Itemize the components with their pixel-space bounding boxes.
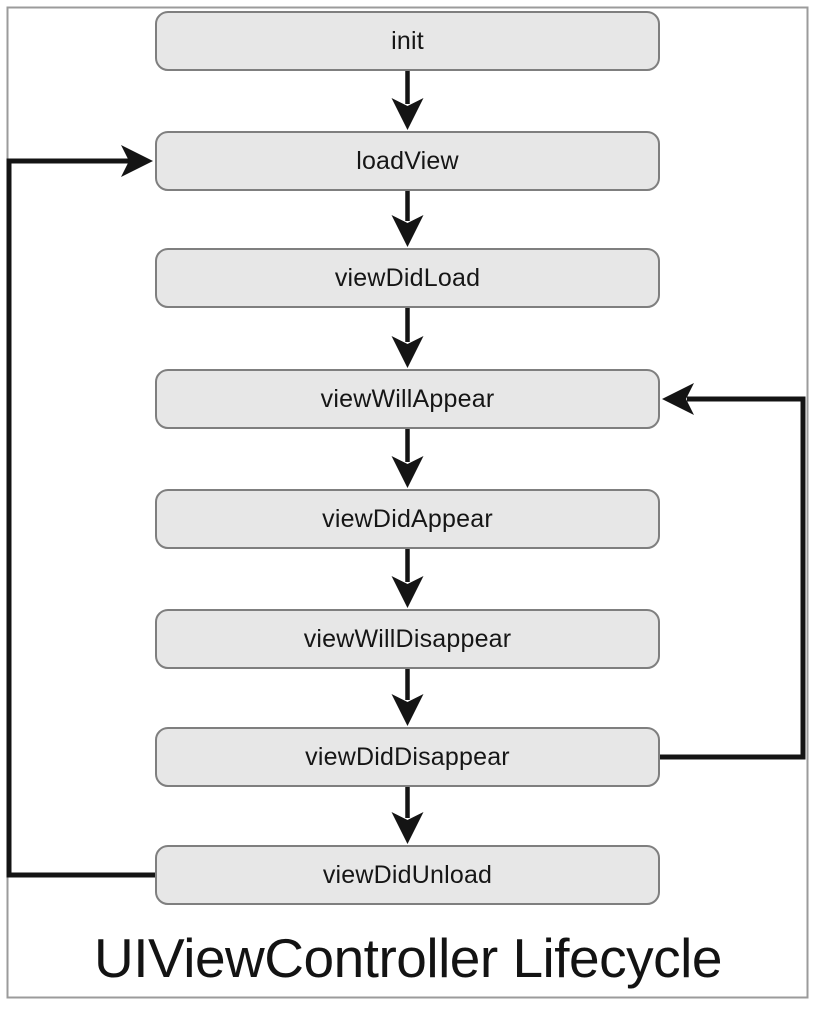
arrow-loadview-to-viewdidload (391, 190, 424, 247)
node-viewdidunload: viewDidUnload (155, 845, 660, 905)
arrow-viewwilldisappear-to-viewdiddisappear (391, 668, 424, 726)
loop-viewdidunload-to-loadview (6, 145, 158, 878)
node-viewdidappear-label: viewDidAppear (322, 504, 493, 533)
node-loadview-label: loadView (356, 146, 459, 175)
node-viewwilldisappear: viewWillDisappear (155, 609, 660, 669)
node-viewdidload-label: viewDidLoad (334, 263, 481, 292)
node-viewdiddisappear-label: viewDidDisappear (305, 742, 510, 771)
node-init-label: init (391, 26, 424, 55)
arrow-viewdiddisappear-to-viewdidunload (391, 786, 424, 844)
diagram-title: UIViewController Lifecycle (94, 927, 722, 989)
node-loadview: loadView (155, 131, 660, 191)
loop-viewdiddisappear-to-viewwillappear (658, 383, 806, 760)
arrow-viewdidappear-to-viewwilldisappear (391, 548, 424, 608)
node-viewwillappear: viewWillAppear (155, 369, 660, 429)
node-viewdiddisappear: viewDidDisappear (155, 727, 660, 787)
node-viewdidappear: viewDidAppear (155, 489, 660, 549)
node-init: init (155, 11, 660, 71)
node-viewdidunload-label: viewDidUnload (322, 860, 493, 889)
arrow-init-to-loadview (391, 70, 424, 130)
node-viewwillappear-label: viewWillAppear (320, 384, 495, 413)
node-viewwilldisappear-label: viewWillDisappear (303, 624, 512, 653)
arrow-viewwillappear-to-viewdidappear (391, 428, 424, 488)
node-viewdidload: viewDidLoad (155, 248, 660, 308)
arrow-viewdidload-to-viewwillappear (391, 307, 424, 368)
